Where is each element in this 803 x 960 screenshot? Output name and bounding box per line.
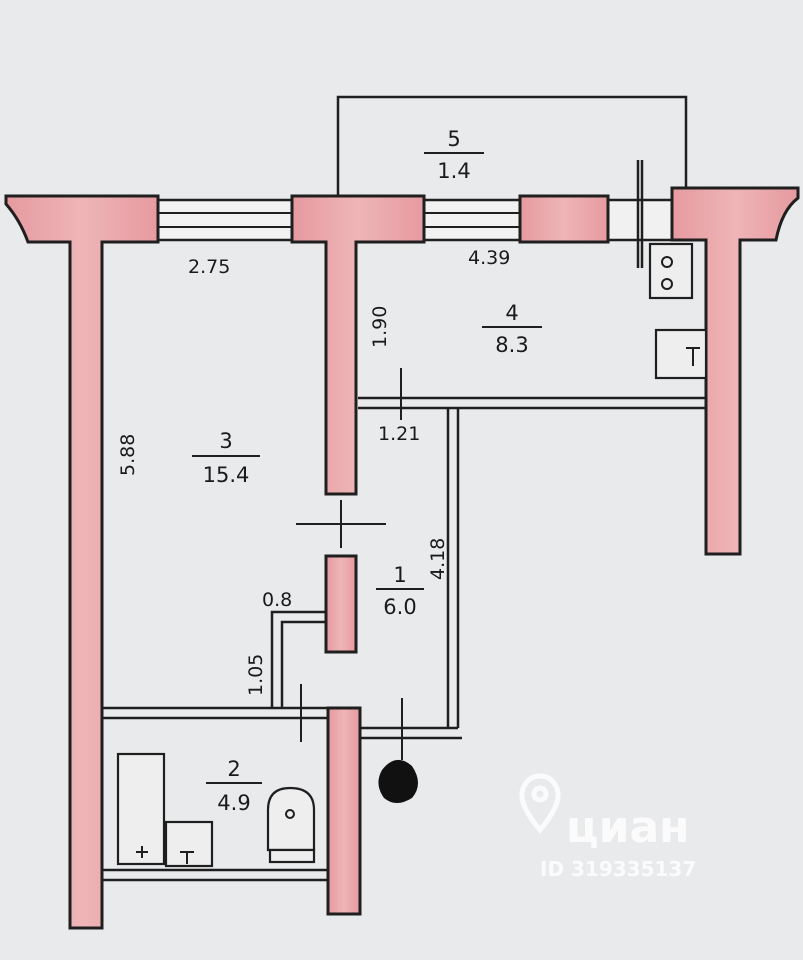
dimension-top-right-width: 4.39 [468, 247, 510, 269]
stove-icon [648, 242, 694, 300]
window-left [156, 198, 294, 242]
walls [4, 186, 800, 930]
dimension-hall-width: 1.21 [378, 423, 420, 445]
dimension-niche-depth: 1.05 [245, 654, 267, 696]
dimension-hall-length: 4.18 [427, 538, 449, 580]
wall-top-right [670, 186, 800, 556]
wall-top-middle [290, 194, 426, 496]
dimension-niche-width: 0.8 [262, 589, 292, 611]
kitchen-sink-icon [654, 328, 708, 380]
toilet-icon [266, 786, 316, 864]
svg-text:4.9: 4.9 [217, 791, 250, 815]
balcony-door [606, 160, 674, 268]
watermark-brand: циан [566, 802, 690, 853]
svg-text:8.3: 8.3 [495, 333, 528, 357]
svg-text:1: 1 [393, 563, 406, 587]
location-pin-icon [519, 773, 561, 834]
svg-text:2: 2 [227, 757, 240, 781]
svg-text:15.4: 15.4 [203, 463, 250, 487]
room-1-label: 1 6.0 [376, 563, 424, 619]
wall-partition-stub [324, 554, 358, 654]
dimension-kitchen-depth: 1.90 [369, 306, 391, 348]
cian-watermark: циан ID 319335137 [519, 773, 696, 881]
wall-top-pier [518, 194, 610, 244]
svg-text:1.4: 1.4 [437, 159, 470, 183]
svg-text:3: 3 [219, 429, 232, 453]
washbasin-icon [164, 820, 214, 868]
dimension-top-left-width: 2.75 [188, 256, 230, 278]
ink-blot [378, 759, 418, 803]
room-2-label: 2 4.9 [206, 757, 262, 815]
watermark-listing-id: ID 319335137 [540, 857, 696, 881]
room-4-label: 4 8.3 [482, 301, 542, 357]
room-3-label: 3 15.4 [192, 429, 260, 487]
partitions [102, 368, 706, 882]
balcony-outline [336, 95, 688, 196]
room-5-label: 5 1.4 [424, 127, 484, 183]
svg-text:4: 4 [505, 301, 518, 325]
dimension-room3-length: 5.88 [117, 434, 139, 476]
svg-text:5: 5 [447, 127, 460, 151]
window-right [422, 198, 522, 242]
wall-top-left [4, 194, 160, 930]
wall-bath-right [326, 706, 362, 916]
bathtub-icon [116, 752, 166, 866]
svg-text:6.0: 6.0 [383, 595, 416, 619]
